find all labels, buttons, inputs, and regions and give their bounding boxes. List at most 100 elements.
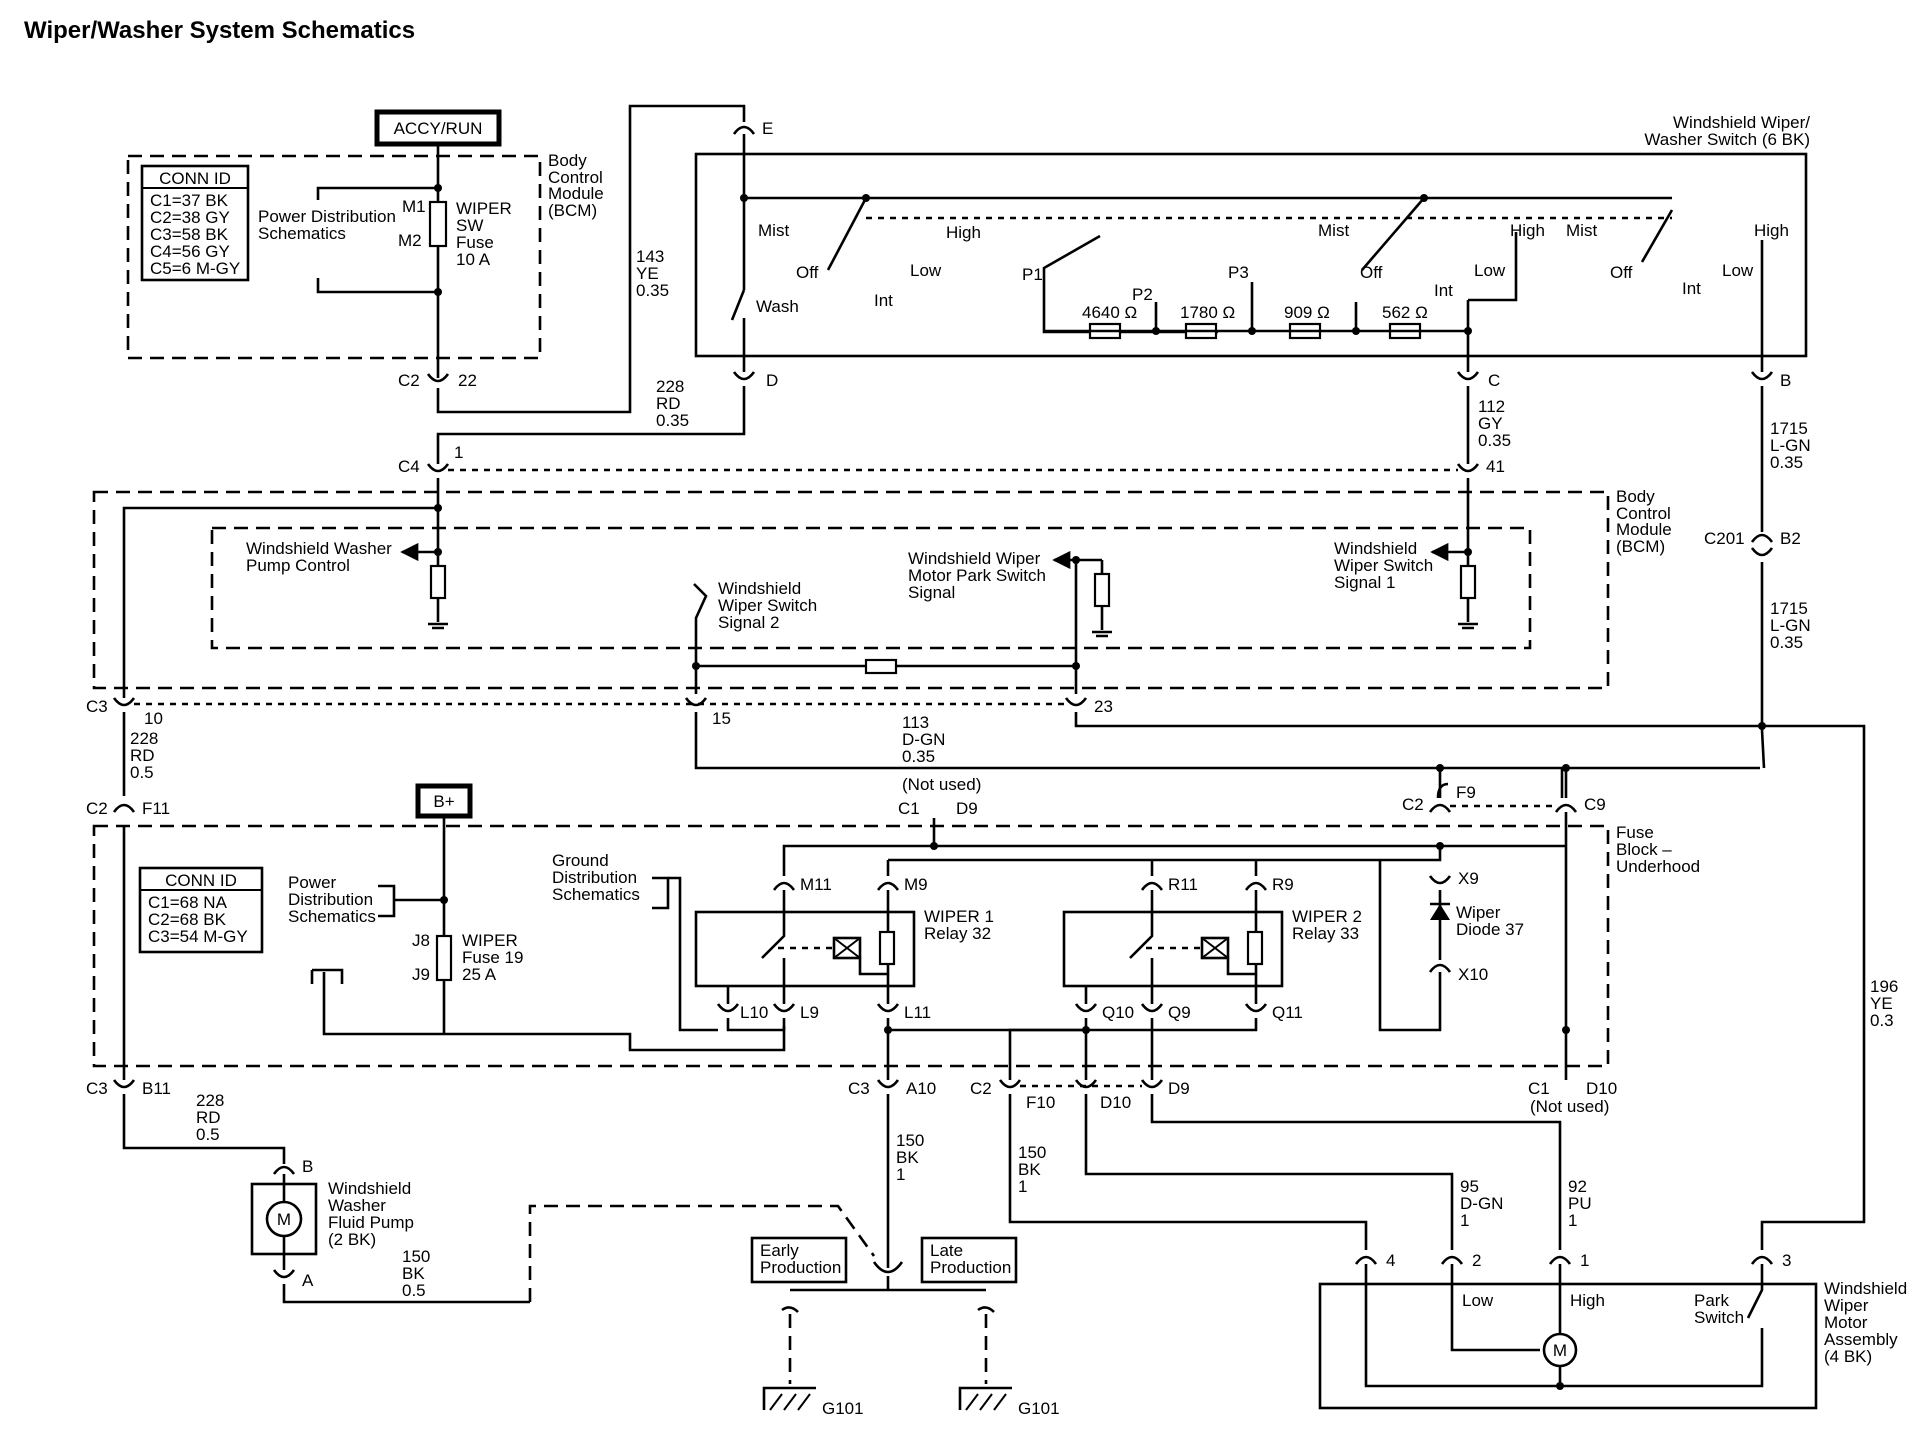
m1-label: M1 [402,197,426,216]
ground-dist-1: Ground [552,851,609,870]
pin-q10: Q10 [1102,1003,1134,1022]
diode-label-1: Wiper [1456,903,1501,922]
motor-label-1: Windshield [1824,1279,1907,1298]
motor-low-label: Low [1462,1291,1494,1310]
wire-143-2: YE [636,264,659,283]
switch-term-e: E [762,119,773,138]
pos-off-3: Off [1610,263,1633,282]
washer-pump-control-1: Windshield Washer [246,539,392,558]
wire-1715b-2: L-GN [1770,616,1811,635]
pos-low-3: Low [1722,261,1754,280]
pos-mist-3: Mist [1566,221,1597,240]
conn-id-title: CONN ID [159,169,231,188]
diode-label-2: Diode 37 [1456,920,1524,939]
wire-1715b-3: 0.35 [1770,633,1803,652]
pin-r9: R9 [1272,875,1294,894]
wire-228c-1: 228 [196,1091,224,1110]
wash-label: Wash [756,297,799,316]
c3-10-label: 10 [144,709,163,728]
p2-label: P2 [1132,285,1153,304]
c2-label-f11: C2 [86,799,108,818]
wire-150b-1: 150 [896,1131,924,1150]
wire-150b-3: 1 [896,1165,905,1184]
wire-228b-2: RD [130,746,155,765]
park-switch-1: Park [1694,1291,1729,1310]
c2-label-f9: C2 [1402,795,1424,814]
wire-113-2: D-GN [902,730,945,749]
wire-150a-2: BK [402,1264,425,1283]
wire-150c-1: 150 [1018,1143,1046,1162]
pin-x9: X9 [1458,869,1479,888]
wiper-motor-assembly: Windshield Wiper Motor Assembly (4 BK) 4… [1318,1251,1907,1410]
c3-label-a10: C3 [848,1079,870,1098]
c1-label-top: C1 [898,799,920,818]
c3-15-label: 15 [712,709,731,728]
res-562: 562 Ω [1382,303,1428,322]
fuse-block-label-1: Fuse [1616,823,1654,842]
park-sig-3: Signal [908,583,955,602]
p1-label: P1 [1022,265,1043,284]
relay2-label-1: WIPER 2 [1292,907,1362,926]
d10-label-bottom: D10 [1586,1079,1617,1098]
motor-t1: 1 [1580,1251,1589,1270]
park-switch-2: Switch [1694,1308,1744,1327]
accy-run-label: ACCY/RUN [394,119,483,138]
pump-label-2: Washer [328,1196,386,1215]
wire-228a-3: 0.35 [656,411,689,430]
wire-150b-2: BK [896,1148,919,1167]
relay1-label-1: WIPER 1 [924,907,994,926]
f11-label: F11 [142,799,170,818]
wire-196-2: YE [1870,994,1893,1013]
fb-conn-id-c2: C2=68 BK [148,910,227,929]
relay2-label-2: Relay 33 [1292,924,1359,943]
conn-id-c4: C4=56 GY [150,242,230,261]
wire-228b-3: 0.5 [130,763,154,782]
res-909: 909 Ω [1284,303,1330,322]
wire-92-1: 92 [1568,1177,1587,1196]
wire-95-3: 1 [1460,1211,1469,1230]
switch-sig2-2: Wiper Switch [718,596,817,615]
motor-high-label: High [1570,1291,1605,1310]
c3-label-mid: C3 [86,697,108,716]
f10-label: F10 [1026,1093,1055,1112]
pos-mist-2: Mist [1318,221,1349,240]
fb-power-dist-1: Power [288,873,337,892]
c3-label-bottom: C3 [86,1079,108,1098]
bcm-mid-label-2: Control [1616,504,1671,523]
wire-196-3: 0.3 [1870,1011,1894,1030]
wire-95-1: 95 [1460,1177,1479,1196]
pos-mist-1: Mist [758,221,789,240]
park-sig-2: Motor Park Switch [908,566,1046,585]
fb-conn-id-c1: C1=68 NA [148,893,228,912]
g101-late: G101 [1018,1399,1060,1418]
fb-conn-id-c3: C3=54 M-GY [148,927,248,946]
motor-label-3: Motor [1824,1313,1868,1332]
bcm-top-label-2: Control [548,168,603,187]
pos-int-1: Int [874,291,893,310]
pos-high-2: High [1510,221,1545,240]
wire-228a-1: 228 [656,377,684,396]
power-dist-label-2: Schematics [258,224,346,243]
bcm-control-module: Body Control Module (BCM) Windshield Was… [92,478,1672,698]
early-prod-1: Early [760,1241,799,1260]
pump-term-b: B [302,1157,313,1176]
fuse-block-underhood: Fuse Block – Underhood B+ J8 J9 WIPER Fu… [92,783,1700,1080]
pump-label-3: Fluid Pump [328,1213,414,1232]
c1-label-bottom: C1 [1528,1079,1550,1098]
res-4640: 4640 Ω [1082,303,1137,322]
wire-228c-2: RD [196,1108,221,1127]
motor-t2: 2 [1472,1251,1481,1270]
wiper-sw-fuse-4: 10 A [456,250,491,269]
late-prod-1: Late [930,1241,963,1260]
switch-label-1: Windshield Wiper/ [1673,113,1810,132]
switch-sig2-1: Windshield [718,579,801,598]
wire-92-3: 1 [1568,1211,1577,1230]
motor-label-4: Assembly [1824,1330,1898,1349]
ground-dist-3: Schematics [552,885,640,904]
wiper-washer-switch: Windshield Wiper/ Washer Switch (6 BK) E… [694,113,1810,390]
pos-off-1: Off [796,263,819,282]
c2-label: C2 [398,371,420,390]
c4-41-label: 41 [1486,457,1505,476]
motor-t4: 4 [1386,1251,1395,1270]
c4-label: C4 [398,457,420,476]
